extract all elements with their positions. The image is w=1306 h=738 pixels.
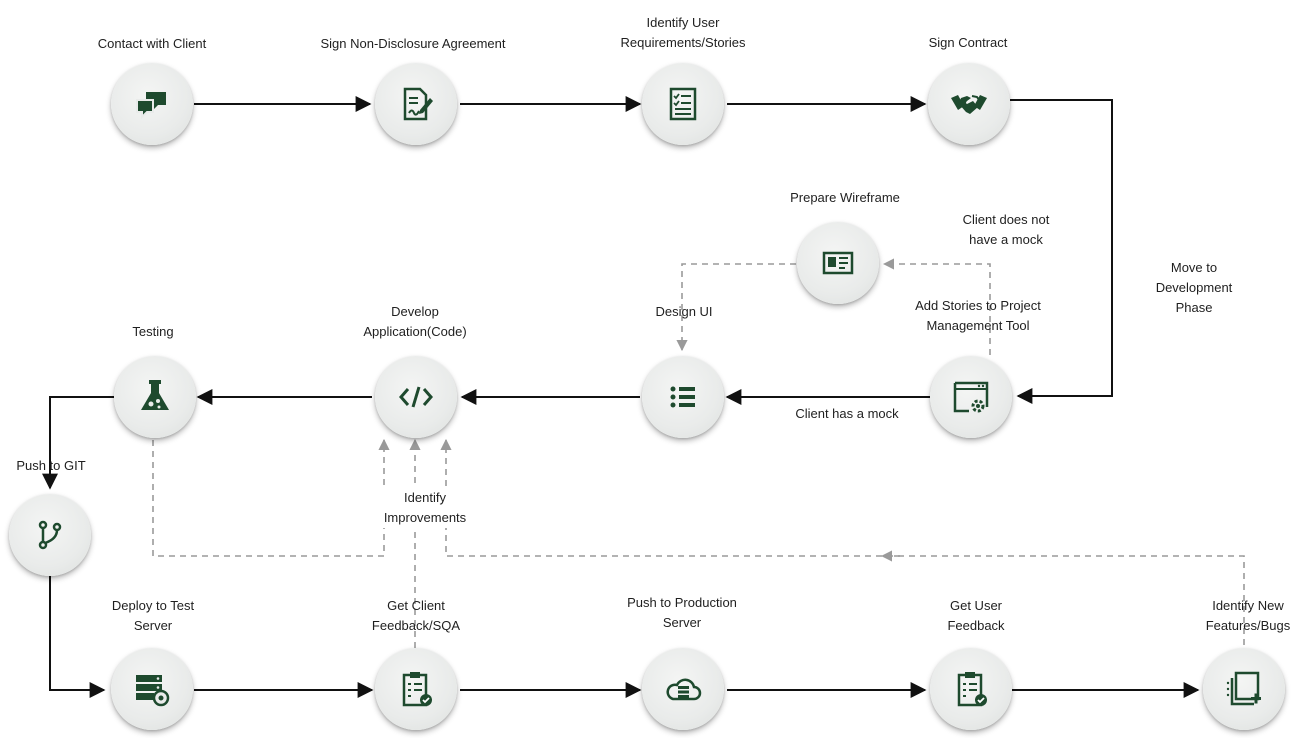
step-stories-node [930, 356, 1012, 438]
edge-testing-git [42, 396, 114, 490]
step-user-feedback-label: Get User Feedback [947, 598, 1005, 633]
step-new-features-label: Identify New Features/Bugs [1205, 598, 1291, 633]
step-client-feedback-label: Get Client Feedback/SQA [371, 598, 461, 633]
step-wireframe-node [797, 222, 879, 304]
step-testing-label: Testing [132, 324, 174, 339]
wireframe-card-icon [822, 251, 854, 275]
edge-label-dev-phase: Move to Development Phase [1155, 260, 1233, 315]
edge-wireframe-design [676, 263, 796, 352]
step-git-node [9, 494, 91, 576]
list-icon [670, 386, 695, 408]
step-deploy-test-node [111, 648, 193, 730]
edge-stories-wireframe [882, 258, 991, 355]
git-branch-icon [38, 520, 62, 550]
step-new-features-node [1203, 648, 1285, 730]
cloud-server-icon [666, 678, 702, 701]
step-contract-node [928, 63, 1010, 145]
checklist-icon [669, 87, 697, 121]
step-stories-label: Add Stories to Project Management Tool [915, 298, 1041, 333]
code-icon [399, 386, 433, 408]
signed-document-icon [403, 87, 433, 121]
step-nda-node [375, 63, 457, 145]
clipboard-check-icon [402, 672, 432, 707]
step-develop-node [375, 356, 457, 438]
handshake-icon [951, 95, 987, 114]
step-nda-label: Sign Non-Disclosure Agreement [320, 36, 506, 51]
chat-bubbles-icon [136, 92, 166, 120]
add-pages-icon [1226, 671, 1261, 706]
step-contract-label: Sign Contract [928, 35, 1008, 50]
step-testing-node [114, 356, 196, 438]
edge-label-has-mock: Client has a mock [795, 406, 899, 421]
edge-label-push-git: Push to GIT [16, 458, 86, 473]
edge-contract-stories [1010, 99, 1113, 404]
step-client-feedback-node [375, 648, 457, 730]
step-design-node [642, 356, 724, 438]
edge-label-improvements: Identify Improvements [380, 488, 470, 528]
step-production-label: Push to Production Server [627, 595, 737, 630]
step-requirements-label: Identify User Requirements/Stories [620, 15, 746, 50]
step-contact-label: Contact with Client [97, 36, 207, 51]
edge-git-deploy [49, 565, 106, 698]
server-icon [136, 675, 170, 707]
step-deploy-test-label: Deploy to Test Server [111, 598, 195, 633]
edge-testing-improvements [152, 438, 390, 557]
browser-gear-icon [953, 381, 989, 413]
edge-label-no-mock: Client does not have a mock [962, 212, 1050, 247]
step-requirements-node [642, 63, 724, 145]
step-contact-node [111, 63, 193, 145]
clipboard-check-icon [957, 672, 987, 707]
step-design-label: Design UI [655, 304, 713, 319]
step-production-node [642, 648, 724, 730]
flask-icon [141, 380, 169, 410]
edge-new-features-improvements [440, 438, 1245, 645]
step-wireframe-label: Prepare Wireframe [790, 190, 900, 205]
step-user-feedback-node [930, 648, 1012, 730]
step-develop-label: Develop Application(Code) [363, 304, 467, 339]
